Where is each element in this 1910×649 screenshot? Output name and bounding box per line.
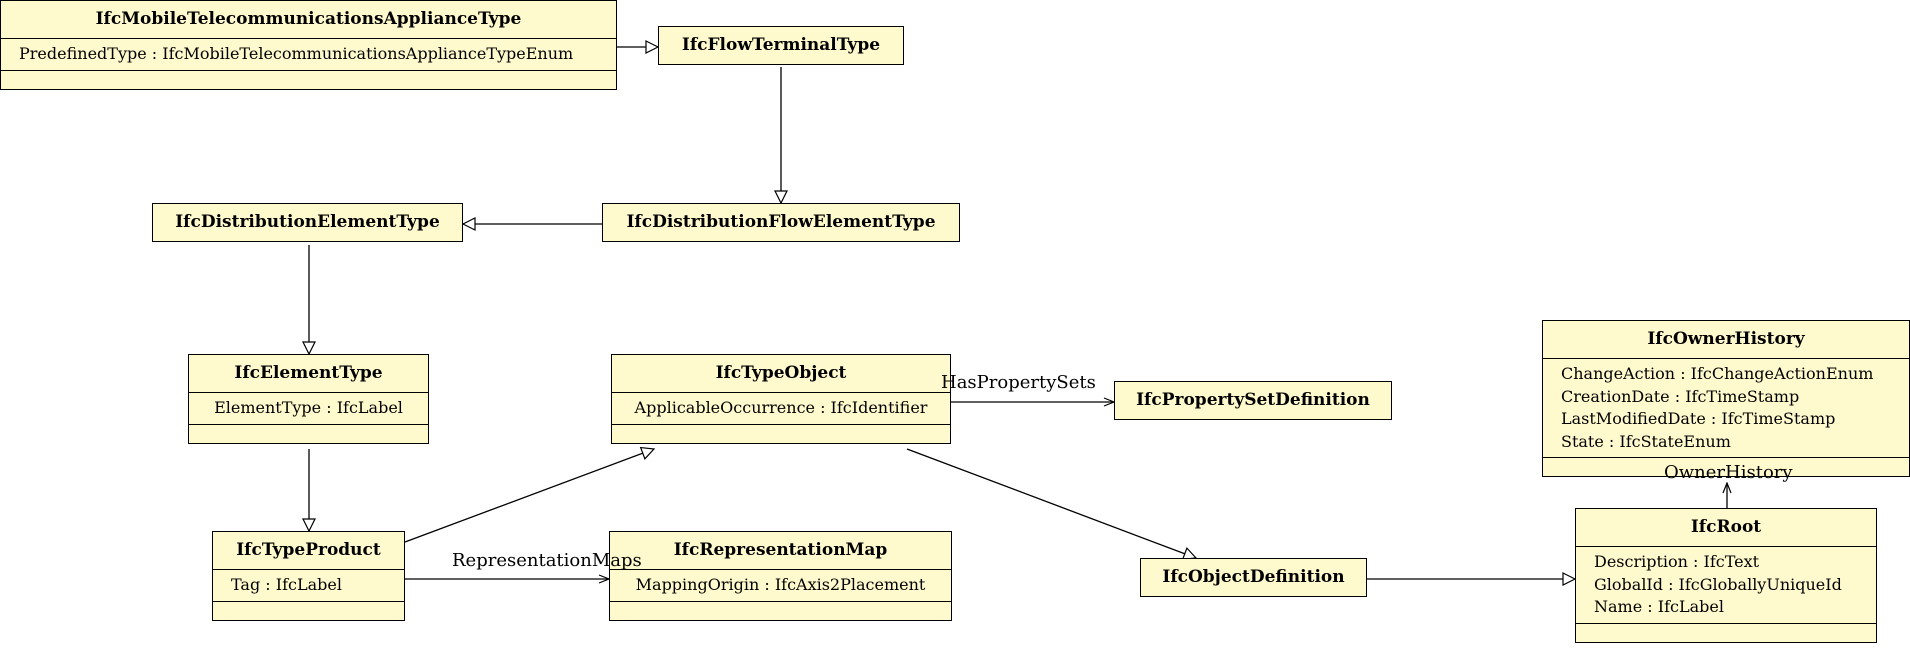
class-attributes: PredefinedType : IfcMobileTelecommunicat… <box>1 39 616 70</box>
class-operations <box>189 423 428 443</box>
class-name: IfcObjectDefinition <box>1162 567 1345 587</box>
class-ifc-distribution-element-type[interactable]: IfcDistributionElementType <box>152 203 463 242</box>
class-name: IfcDistributionElementType <box>175 212 440 232</box>
attribute: CreationDate : IfcTimeStamp <box>1561 386 1800 406</box>
gen-typeobject-to-objectdefinition <box>906 448 1196 558</box>
class-attributes: Description : IfcText GlobalId : IfcGlob… <box>1576 547 1876 623</box>
attribute: PredefinedType : IfcMobileTelecommunicat… <box>19 44 574 63</box>
class-ifc-element-type[interactable]: IfcElementType ElementType : IfcLabel <box>188 354 429 444</box>
class-name: IfcPropertySetDefinition <box>1136 390 1370 410</box>
class-operations <box>1543 457 1909 476</box>
attribute: ApplicableOccurrence : IfcIdentifier <box>634 398 928 417</box>
class-attributes: ChangeAction : IfcChangeActionEnum Creat… <box>1543 359 1909 457</box>
class-operations <box>610 600 951 620</box>
class-ifc-root[interactable]: IfcRoot Description : IfcText GlobalId :… <box>1575 508 1877 643</box>
class-name: IfcTypeProduct <box>213 532 404 570</box>
class-operations <box>1576 622 1876 642</box>
attribute: Tag : IfcLabel <box>231 575 342 594</box>
attribute: LastModifiedDate : IfcTimeStamp <box>1561 409 1836 428</box>
attribute: Name : IfcLabel <box>1594 597 1724 616</box>
attribute: State : IfcStateEnum <box>1561 431 1731 451</box>
class-ifc-type-product[interactable]: IfcTypeProduct Tag : IfcLabel <box>212 531 405 621</box>
attribute: Description : IfcText <box>1594 552 1760 571</box>
class-ifc-object-definition[interactable]: IfcObjectDefinition <box>1140 558 1367 597</box>
label-owner-history: OwnerHistory <box>1664 462 1793 483</box>
class-ifc-representation-map[interactable]: IfcRepresentationMap MappingOrigin : Ifc… <box>609 531 952 621</box>
gen-typeproduct-to-typeobject <box>404 449 654 543</box>
class-operations <box>213 600 404 620</box>
label-has-property-sets: HasPropertySets <box>941 372 1096 393</box>
class-ifc-type-object[interactable]: IfcTypeObject ApplicableOccurrence : Ifc… <box>611 354 951 444</box>
class-ifc-property-set-definition[interactable]: IfcPropertySetDefinition <box>1114 381 1392 420</box>
class-attributes: ApplicableOccurrence : IfcIdentifier <box>612 393 950 424</box>
class-name: IfcMobileTelecommunicationsApplianceType <box>1 1 616 39</box>
class-operations <box>612 423 950 443</box>
class-attributes: Tag : IfcLabel <box>213 570 404 601</box>
class-ifc-owner-history[interactable]: IfcOwnerHistory ChangeAction : IfcChange… <box>1542 320 1910 477</box>
class-name: IfcTypeObject <box>612 355 950 393</box>
class-name: IfcFlowTerminalType <box>681 35 881 55</box>
label-representation-maps: RepresentationMaps <box>452 550 642 571</box>
class-ifc-mobile-telecommunications-appliance-type[interactable]: IfcMobileTelecommunicationsApplianceType… <box>0 0 617 90</box>
class-name: IfcElementType <box>189 355 428 393</box>
class-ifc-flow-terminal-type[interactable]: IfcFlowTerminalType <box>658 26 904 65</box>
attribute: GlobalId : IfcGloballyUniqueId <box>1594 574 1842 594</box>
class-attributes: MappingOrigin : IfcAxis2Placement <box>610 570 951 601</box>
class-attributes: ElementType : IfcLabel <box>189 393 428 424</box>
class-name: IfcRoot <box>1576 509 1876 547</box>
class-name: IfcOwnerHistory <box>1543 321 1909 359</box>
attribute: MappingOrigin : IfcAxis2Placement <box>635 575 926 594</box>
class-name: IfcRepresentationMap <box>610 532 951 570</box>
class-ifc-distribution-flow-element-type[interactable]: IfcDistributionFlowElementType <box>602 203 960 242</box>
attribute: ElementType : IfcLabel <box>214 398 403 417</box>
class-operations <box>1 69 616 89</box>
attribute: ChangeAction : IfcChangeActionEnum <box>1561 364 1874 383</box>
class-name: IfcDistributionFlowElementType <box>626 212 936 232</box>
